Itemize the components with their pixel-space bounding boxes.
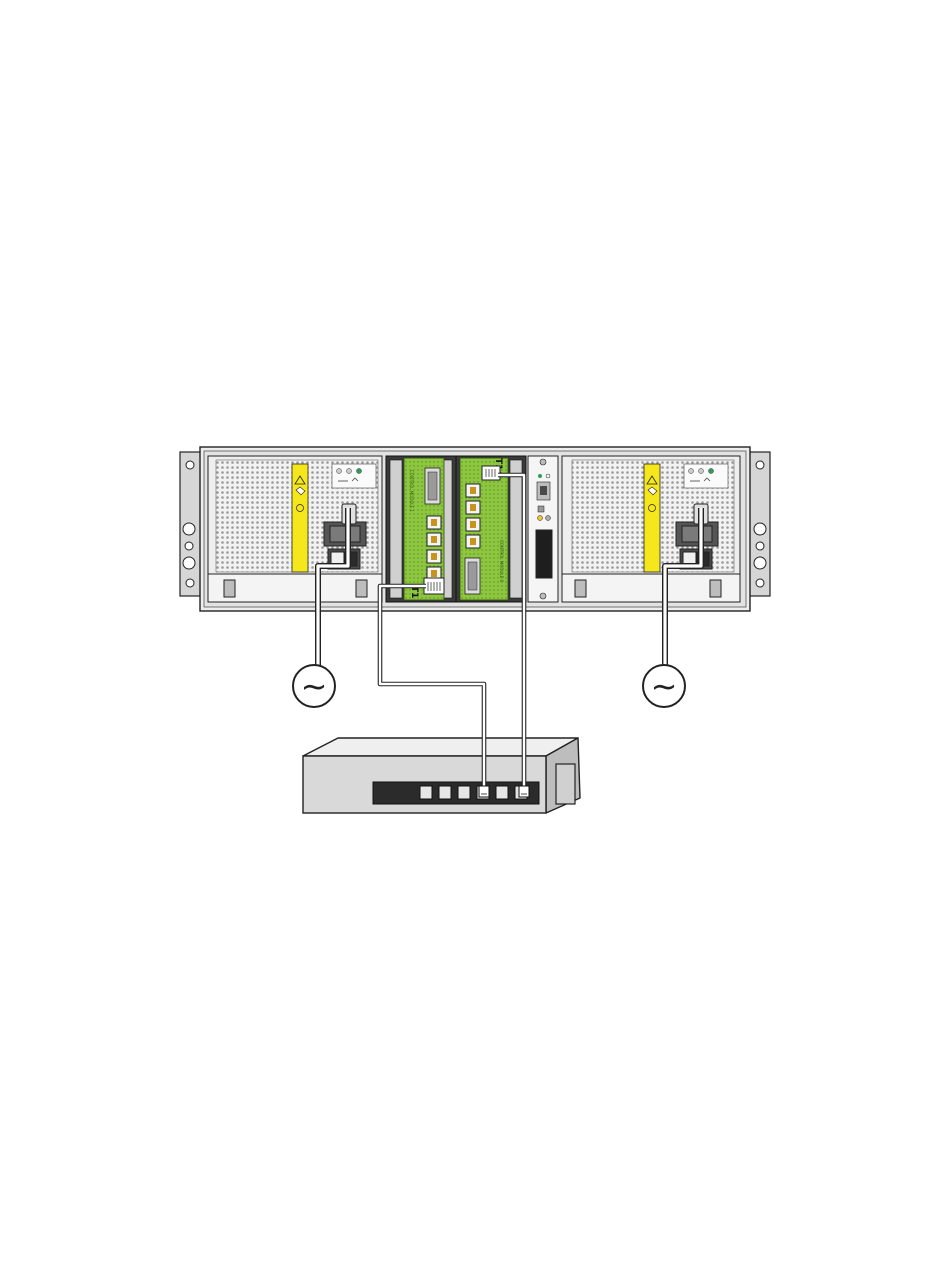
network-switch — [303, 738, 580, 813]
power-supply-left — [208, 456, 382, 602]
module-small-text: CONTROL MODULE 1 — [409, 470, 414, 512]
ac-symbol: ~ — [301, 667, 328, 705]
module-small-text: CONTROL MODULE 0 — [499, 540, 504, 582]
control-module-1: CONTROL MODULE 1 T1 — [386, 456, 456, 602]
power-supply-right — [562, 456, 740, 602]
warning-label — [292, 464, 308, 572]
enclosure-management-panel — [528, 456, 558, 602]
left-rack-ear — [180, 452, 202, 596]
ac-symbol: ~ — [651, 667, 678, 705]
status-led-panel — [332, 464, 376, 488]
right-rack-ear — [748, 452, 770, 596]
ac-power-source-right: ~ — [643, 665, 685, 707]
management-port-plug — [424, 578, 444, 594]
management-port-plug — [482, 466, 500, 480]
control-module-0: T14 CONTROL MODULE 0 — [456, 456, 526, 602]
status-led-panel — [684, 464, 728, 488]
ac-power-source-left: ~ — [293, 665, 335, 707]
warning-label — [644, 464, 660, 572]
